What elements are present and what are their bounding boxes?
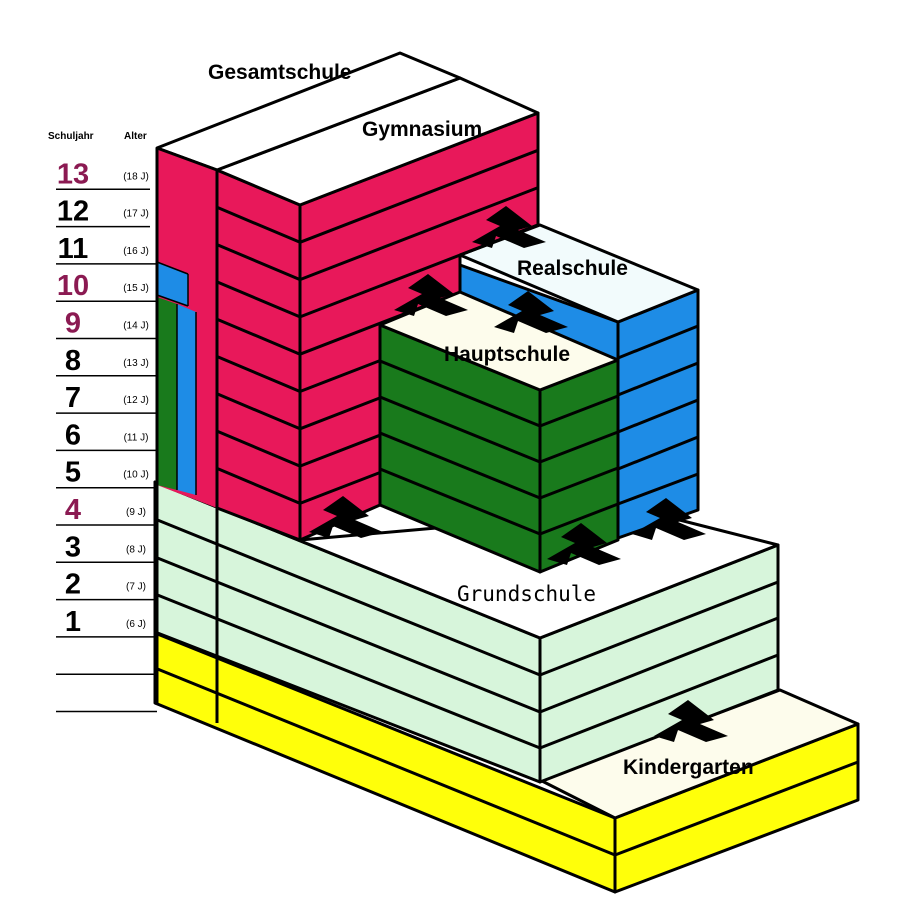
arrow-kindergarten-to-grundschule-icon [654, 700, 728, 742]
grade-row: 8 (13 J) [65, 345, 149, 377]
grade-row: 3 (8 J) [65, 531, 146, 563]
grade-year-number: 12 [57, 196, 89, 228]
grade-year-number: 9 [65, 308, 81, 340]
grade-row: 13 (18 J) [57, 158, 149, 190]
arrow-hauptschule-to-gymnasium-icon [394, 274, 468, 316]
grade-age-label: (13 J) [123, 358, 149, 369]
hauptschule-block [378, 290, 620, 574]
grade-scale-rows: 13(18 J)12(17 J)11(16 J)10(15 J)9(14 J)8… [57, 158, 149, 638]
grade-scale-lines [56, 188, 157, 713]
grade-age-label: (7 J) [126, 582, 146, 593]
grade-age-label: (12 J) [123, 395, 149, 406]
grade-row: 6 (11 J) [65, 419, 148, 451]
label-gesamtschule: Gesamtschule [208, 61, 352, 84]
arrow-hauptschule-to-realschule-icon [494, 291, 568, 333]
grade-year-number: 4 [65, 494, 81, 526]
arrow-grundschule-to-realschule-icon [632, 498, 706, 540]
grade-age-label: (9 J) [126, 507, 146, 518]
gesamtschule-green-strip [157, 297, 177, 490]
grade-year-number: 8 [65, 345, 81, 377]
hauptschule-grade-lines [379, 359, 619, 536]
grade-year-number: 10 [57, 270, 89, 302]
gesamtschule-blue-strip [157, 262, 188, 306]
grade-row: 9 (14 J) [65, 308, 149, 340]
grade-year-number: 7 [65, 382, 81, 414]
gesamtschule-block [155, 51, 462, 723]
grade-age-label: (16 J) [123, 246, 149, 257]
grade-age-label: (18 J) [123, 171, 149, 182]
grade-row: 1 (6 J) [65, 606, 146, 638]
grade-row: 2 (7 J) [65, 569, 146, 601]
kindergarten-block [153, 500, 860, 894]
header-schuljahr: Schuljahr [48, 131, 94, 142]
grade-age-label: (17 J) [123, 209, 149, 220]
label-hauptschule: Hauptschule [444, 343, 570, 366]
grade-year-number: 2 [65, 569, 81, 601]
grade-age-label: (10 J) [123, 470, 149, 481]
grade-row: 7 (12 J) [65, 382, 149, 414]
arrow-grundschule-to-gymnasium-icon [309, 496, 383, 538]
grade-age-label: (8 J) [126, 544, 146, 555]
grade-row: 4 (9 J) [65, 494, 146, 526]
label-realschule: Realschule [517, 257, 628, 280]
grade-age-label: (14 J) [123, 321, 149, 332]
grade-year-number: 11 [58, 233, 89, 265]
grade-age-label: (6 J) [126, 619, 146, 630]
gesamtschule-blue-column [177, 304, 196, 495]
grade-row: 10 (15 J) [57, 270, 149, 302]
label-grundschule: Grundschule [457, 582, 596, 606]
label-kindergarten: Kindergarten [623, 756, 754, 779]
grade-age-label: (11 J) [124, 432, 149, 443]
grade-age-label: (15 J) [123, 283, 149, 294]
grade-year-number: 6 [65, 419, 81, 451]
grade-scale: Schuljahr Alter 13(18 J)12(17 J)11(16 J)… [48, 131, 157, 713]
arrow-grundschule-to-hauptschule-icon [547, 523, 621, 565]
header-alter: Alter [124, 131, 147, 142]
grade-year-number: 1 [65, 606, 81, 638]
grade-row: 5 (10 J) [65, 457, 149, 489]
grade-year-number: 13 [57, 158, 89, 190]
arrow-realschule-to-gymnasium-icon [472, 206, 546, 248]
label-gymnasium: Gymnasium [362, 118, 482, 141]
grade-year-number: 3 [65, 531, 81, 563]
grade-year-number: 5 [65, 457, 81, 489]
transition-arrows [309, 206, 728, 742]
grade-row: 11 (16 J) [58, 233, 149, 265]
grade-row: 12 (17 J) [57, 196, 149, 228]
